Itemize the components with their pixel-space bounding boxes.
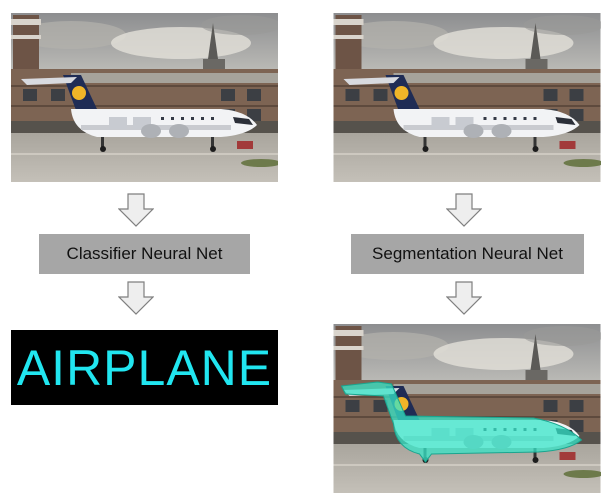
input-photo-left xyxy=(11,13,278,182)
down-arrow-icon xyxy=(118,193,154,227)
output-class-label: AIRPLANE xyxy=(16,339,273,396)
down-arrow-icon xyxy=(446,193,482,227)
classifier-neural-net-box: Classifier Neural Net xyxy=(39,234,250,274)
segmentation-label: Segmentation Neural Net xyxy=(372,244,563,263)
airplane-photo xyxy=(333,13,601,182)
airplane-photo xyxy=(11,13,278,182)
segmentation-mask xyxy=(340,381,583,463)
segmentation-result xyxy=(333,324,601,493)
down-arrow-icon xyxy=(118,281,154,315)
segmentation-output-photo xyxy=(333,324,601,493)
input-photo-right xyxy=(333,13,601,182)
classification-output: AIRPLANE xyxy=(11,330,278,405)
down-arrow-icon xyxy=(446,281,482,315)
classifier-label: Classifier Neural Net xyxy=(66,244,223,263)
segmentation-neural-net-box: Segmentation Neural Net xyxy=(351,234,584,274)
